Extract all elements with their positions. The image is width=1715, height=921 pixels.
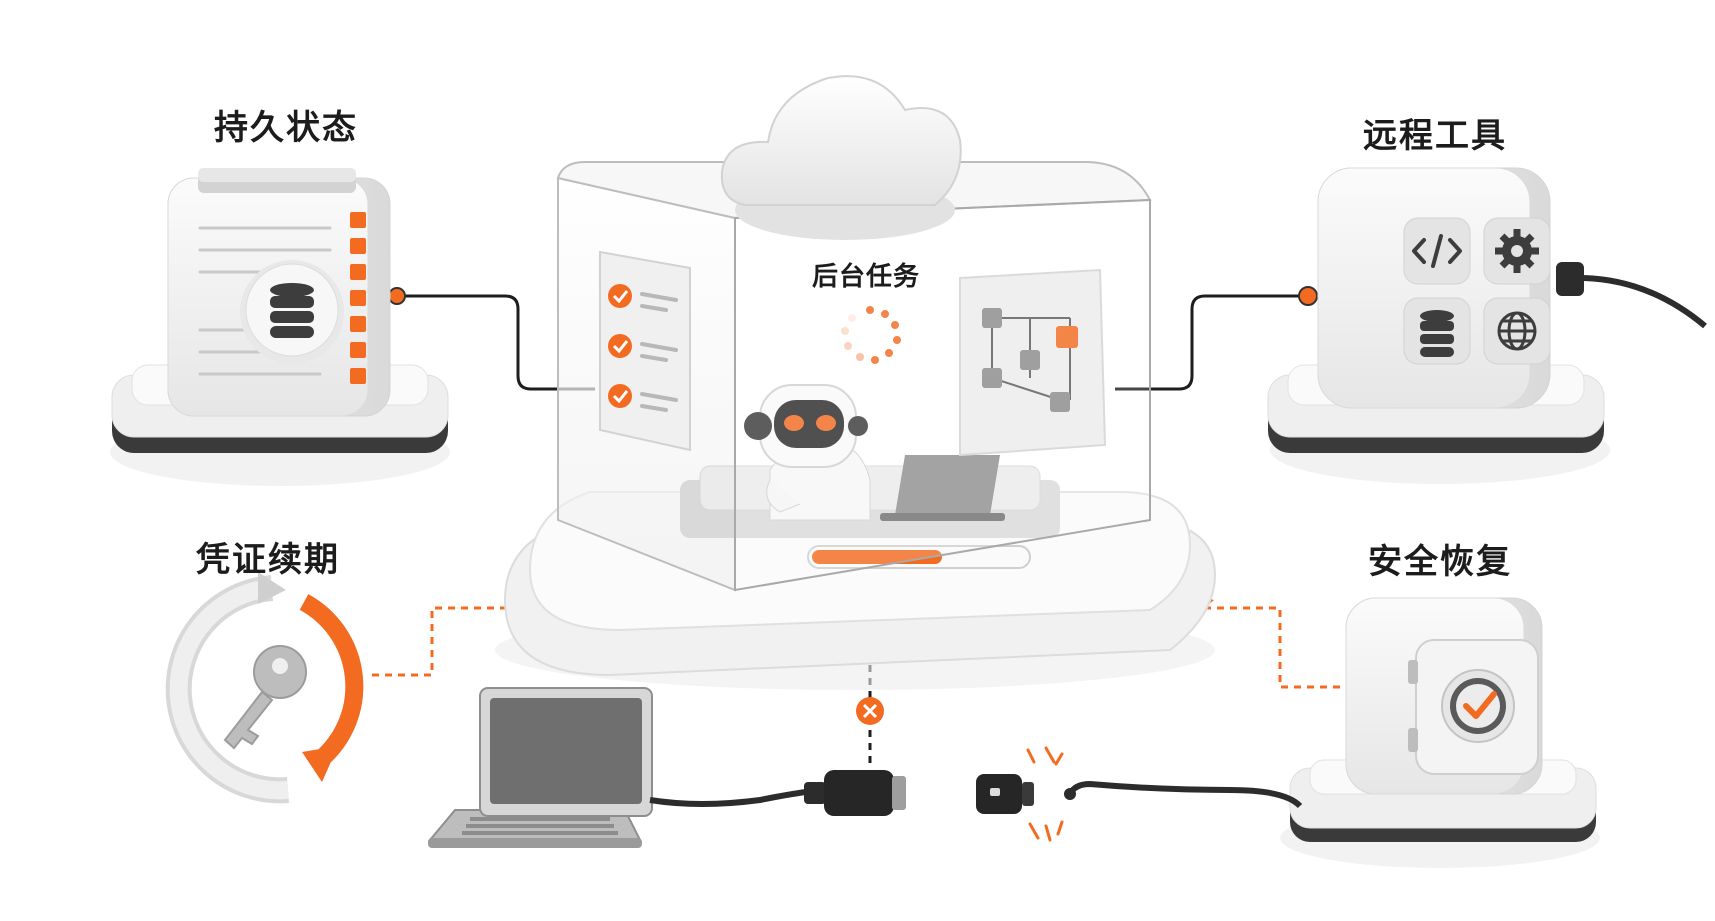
robot-agent-icon [744,384,871,521]
cable-right [1115,294,1310,391]
status-leds [350,212,366,384]
credential-renewal-node [165,572,364,804]
globe-icon [1497,311,1537,351]
check-icon [608,334,632,358]
background-task-node [495,75,1217,690]
laptop-icon [880,455,1005,521]
code-icon [1412,234,1462,268]
check-icon [1463,691,1497,719]
arrow-credential [372,606,540,677]
check-icon [608,384,632,408]
usb-plug-connected [804,770,906,816]
cable-left [395,294,595,391]
label-secure-recovery: 安全恢复 [1368,542,1512,582]
key-icon [223,645,307,750]
label-credential-renewal: 凭证续期 [196,540,340,580]
cable-left-plug [388,287,406,305]
database-icon [270,283,314,338]
client-laptop [427,687,807,848]
label-background-task: 后台任务 [811,262,921,292]
unplugged-cable-icon [976,746,1303,842]
label-remote-tools: 远程工具 [1363,116,1507,156]
check-icon [608,284,632,308]
task-checklist-panel [599,250,691,452]
cloud-icon [720,75,962,240]
arrow-recovery [1205,606,1340,689]
remote-tools-node [1267,167,1707,484]
label-persistent-state: 持久状态 [214,108,358,148]
glass-front [734,198,1151,592]
workflow-panel [959,268,1107,457]
gear-icon [1495,229,1539,273]
database-icon [1420,310,1454,357]
secure-recovery-node [1280,597,1600,868]
x-circle-icon [856,697,884,725]
loading-spinner-icon [841,306,901,364]
cable-right-plug [1298,286,1318,306]
persistent-state-node [110,168,450,486]
